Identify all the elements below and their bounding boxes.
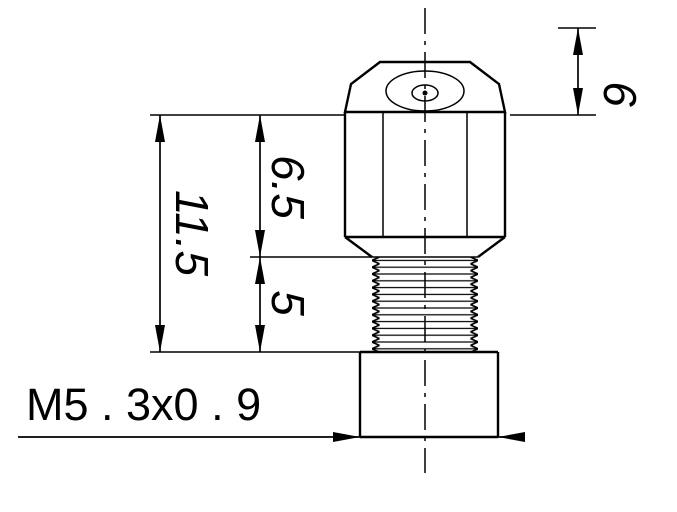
- arrowhead: [155, 115, 165, 142]
- dim-label-5: 5: [262, 290, 314, 316]
- hole-ellipse-outer: [385, 70, 465, 112]
- thread-section: [372, 257, 478, 352]
- cylinder-body: [358, 350, 500, 439]
- arrowhead: [155, 325, 165, 352]
- arrowhead: [573, 88, 583, 115]
- dim-label-6: 6: [594, 81, 646, 107]
- extension-lines: [150, 27, 596, 353]
- hole-center-dot: [422, 90, 428, 96]
- dim-label-11-5: 11.5: [166, 190, 218, 277]
- arrowhead: [498, 432, 525, 442]
- arrowhead: [255, 257, 265, 284]
- part-outline: [343, 60, 507, 439]
- dim-label-6-5: 6.5: [262, 155, 314, 219]
- arrowhead: [255, 230, 265, 257]
- thread-spec-label: M5 . 3x0 . 9: [26, 379, 261, 430]
- arrowheads: [155, 28, 583, 442]
- hex-body-inner-edges: [382, 112, 468, 237]
- arrowhead: [255, 115, 265, 142]
- hex-body-sides: [343, 112, 507, 237]
- hex-bottom-chamfer: [344, 236, 506, 258]
- arrowhead: [333, 432, 360, 442]
- arrowhead: [255, 325, 265, 352]
- hole-ellipse-inner: [411, 84, 439, 102]
- arrowhead: [573, 28, 583, 55]
